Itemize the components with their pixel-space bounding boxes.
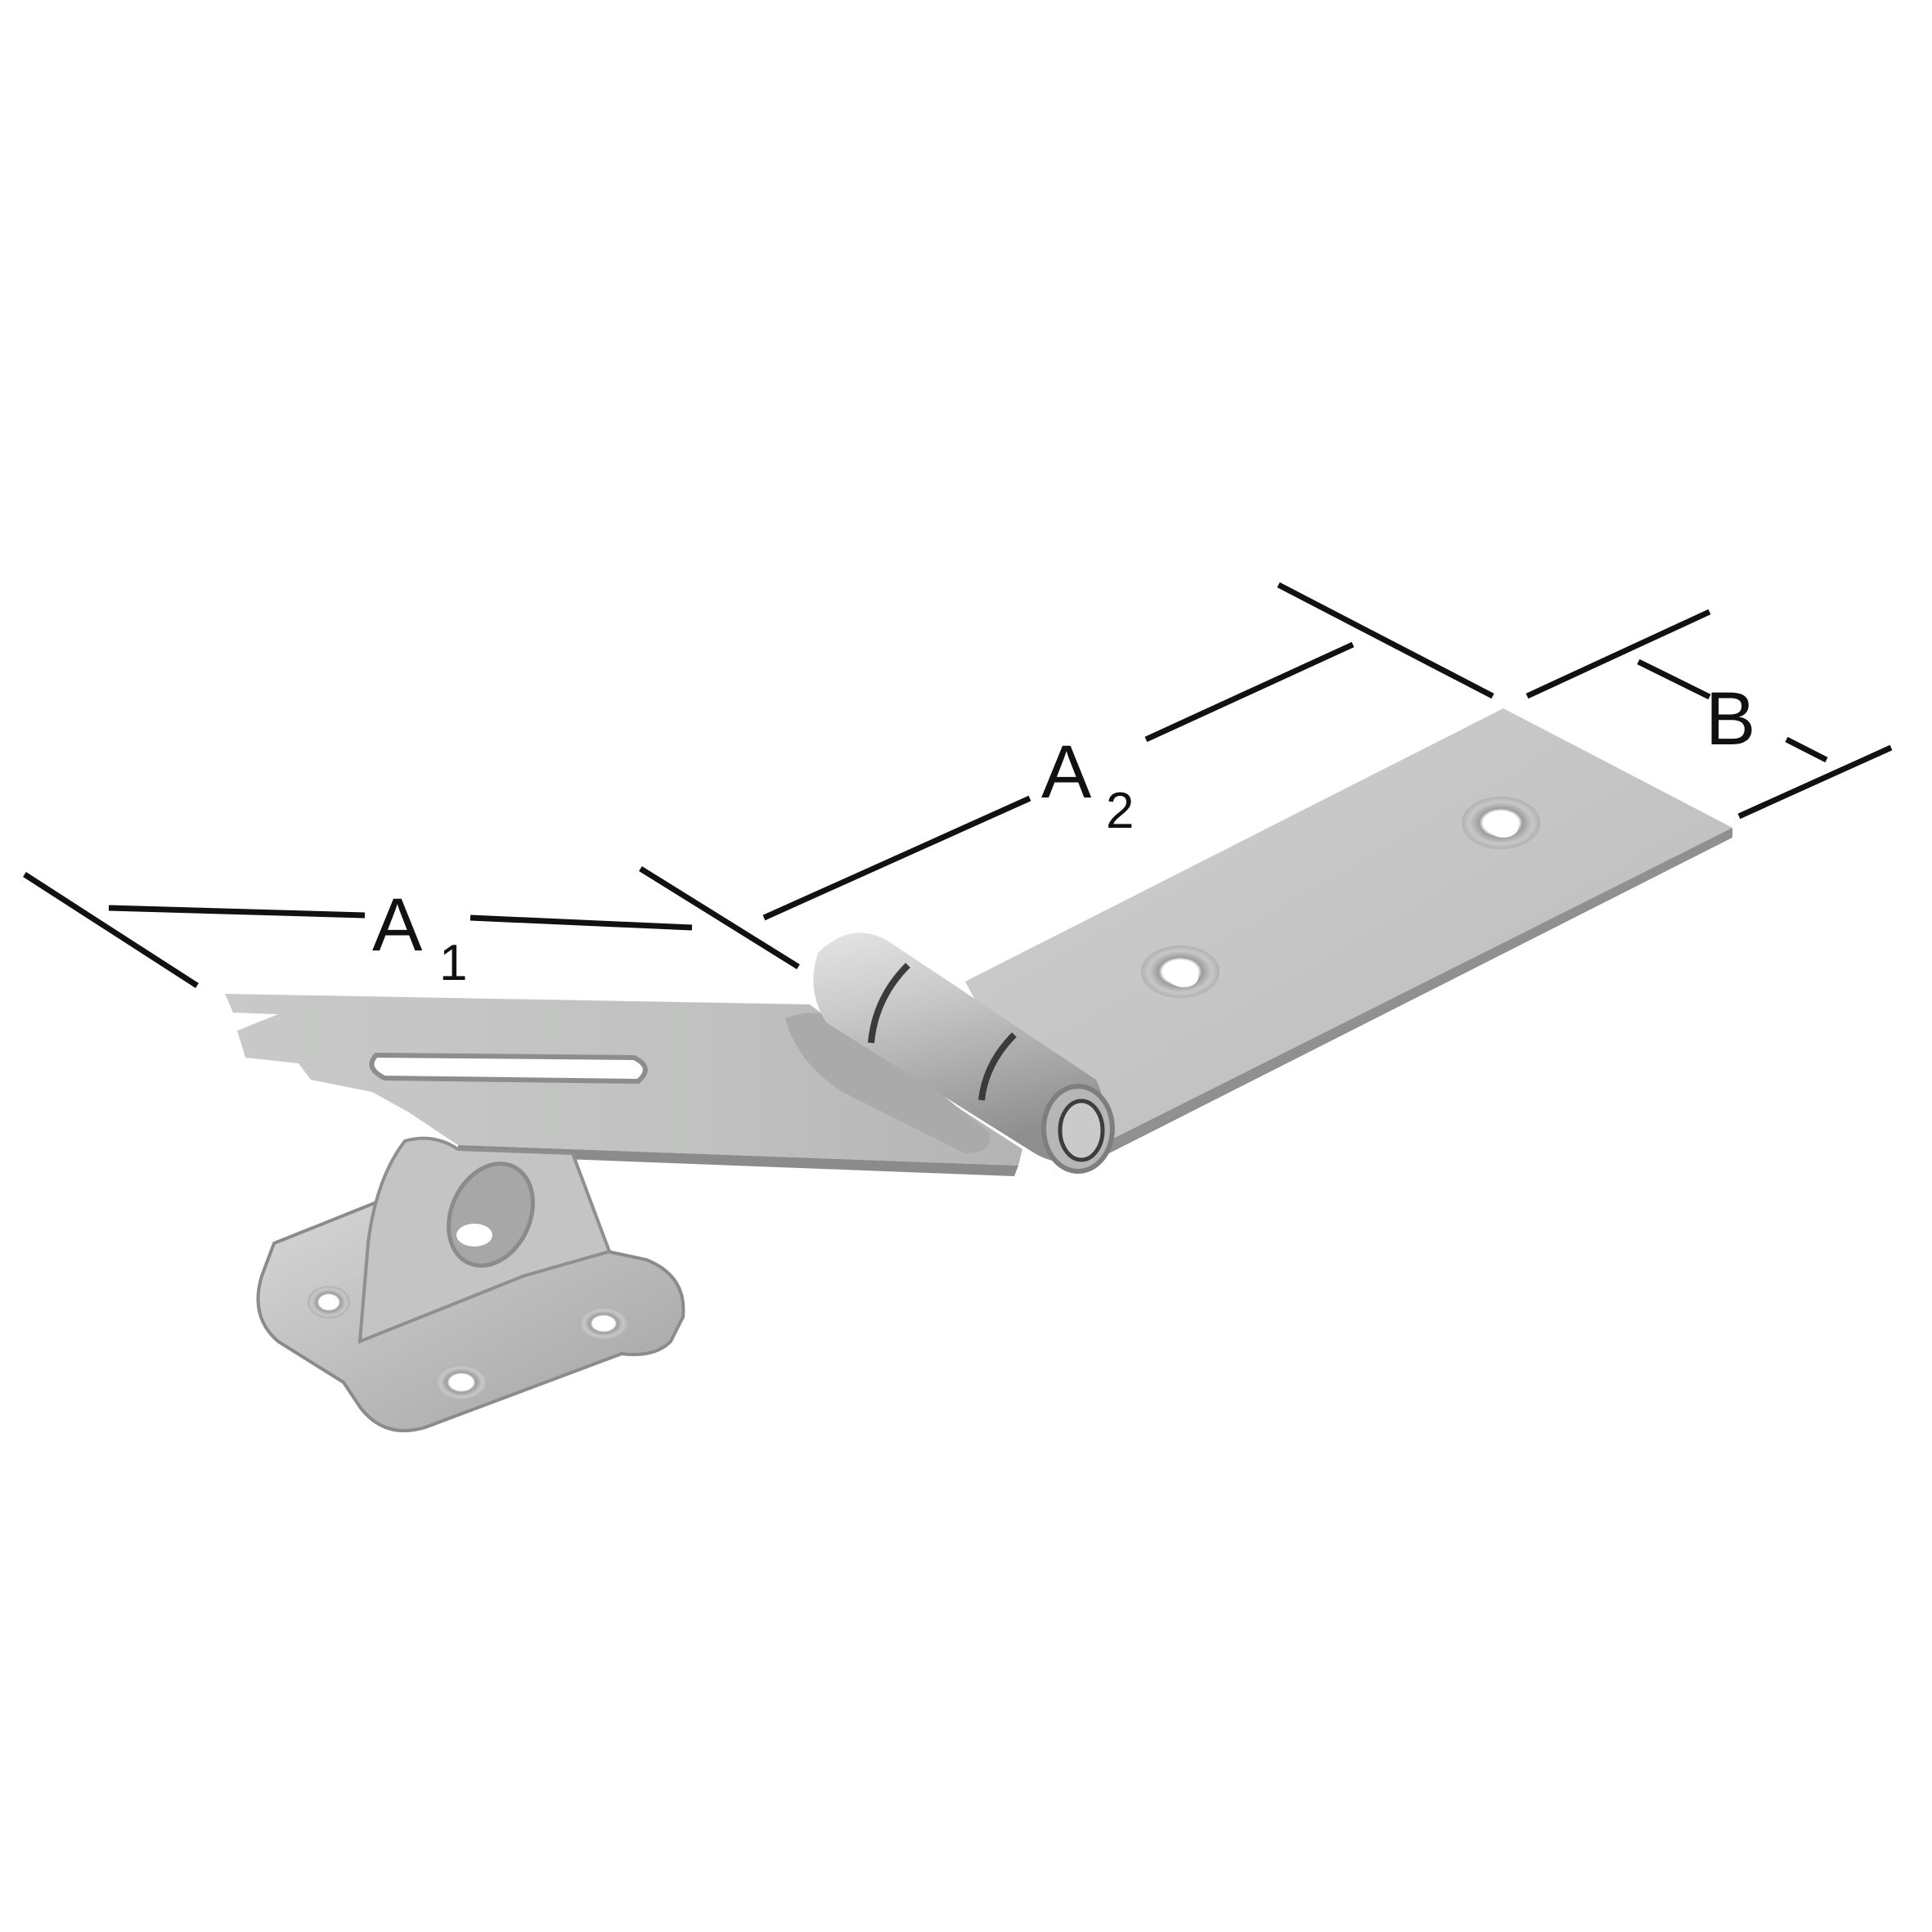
- dimension-lines: [23, 582, 1893, 988]
- barrel-ring: [978, 1032, 1017, 1101]
- a2-dimension-right: [1144, 641, 1355, 743]
- screw-hole-icon: [579, 1307, 628, 1340]
- b-extension-right: [1737, 744, 1893, 820]
- a1-extension-left: [23, 872, 199, 988]
- screw-hole-icon: [308, 1286, 350, 1319]
- a2-extension-right: [1277, 582, 1494, 699]
- screw-hole-icon: [1489, 818, 1518, 838]
- hinge-barrel: [813, 932, 1115, 1174]
- screw-hole-icon: [1169, 968, 1198, 987]
- hasp-flap: [225, 994, 1022, 1176]
- hasp-flap-edge: [458, 1145, 1018, 1176]
- b-dimension-top: [1637, 658, 1711, 700]
- hinge-leaf-edge: [1100, 828, 1732, 1156]
- a1-dimension-left: [108, 905, 366, 919]
- a2-dimension-left: [762, 795, 1031, 921]
- a1-dimension-right: [470, 914, 693, 931]
- label-a1-subscript: 1: [439, 935, 467, 991]
- hinge-leaf-face: [965, 708, 1732, 1149]
- dimension-labels: A 1 A 2 B: [372, 677, 1755, 991]
- barrel-ring: [868, 963, 910, 1044]
- b-dimension-bottom: [1785, 736, 1828, 763]
- label-a2: A: [1041, 730, 1092, 814]
- label-a1: A: [372, 883, 423, 967]
- staple-slot: [369, 1052, 648, 1085]
- screw-hole-icon: [435, 1364, 487, 1400]
- hinge-pin: [1058, 1099, 1105, 1162]
- label-a2-subscript: 2: [1106, 783, 1134, 839]
- label-b: B: [1705, 677, 1755, 761]
- b-extension-left: [1525, 609, 1711, 699]
- hinge-leaf: [965, 708, 1732, 1156]
- staple: [256, 1136, 685, 1433]
- a1-extension-right: [639, 866, 800, 969]
- staple-loop-hole-inner: [456, 1224, 492, 1247]
- hasp-flap-knuckle: [785, 1013, 991, 1153]
